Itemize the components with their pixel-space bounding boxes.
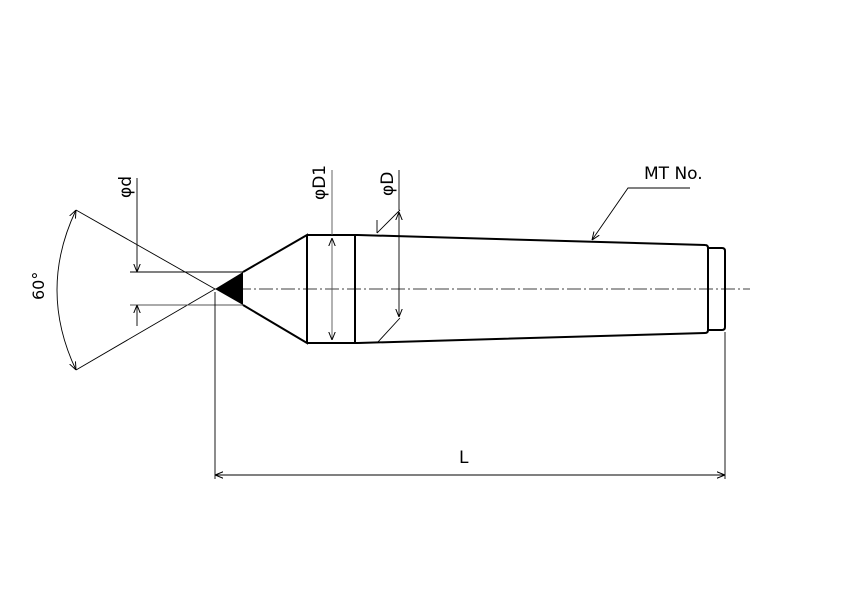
tang-end bbox=[708, 247, 726, 331]
body-diameter-label: φD bbox=[378, 172, 398, 196]
carbide-tip bbox=[215, 272, 243, 305]
cone-outline bbox=[242, 233, 308, 345]
collar-diameter-label: φD1 bbox=[310, 165, 330, 200]
angle-label: 60° bbox=[29, 272, 48, 300]
angle-arc bbox=[56, 210, 76, 370]
taper-shank bbox=[357, 234, 709, 344]
tip-diameter-label: φd bbox=[116, 176, 136, 198]
taper-label: MT No. bbox=[644, 164, 703, 184]
length-label: L bbox=[459, 448, 469, 468]
